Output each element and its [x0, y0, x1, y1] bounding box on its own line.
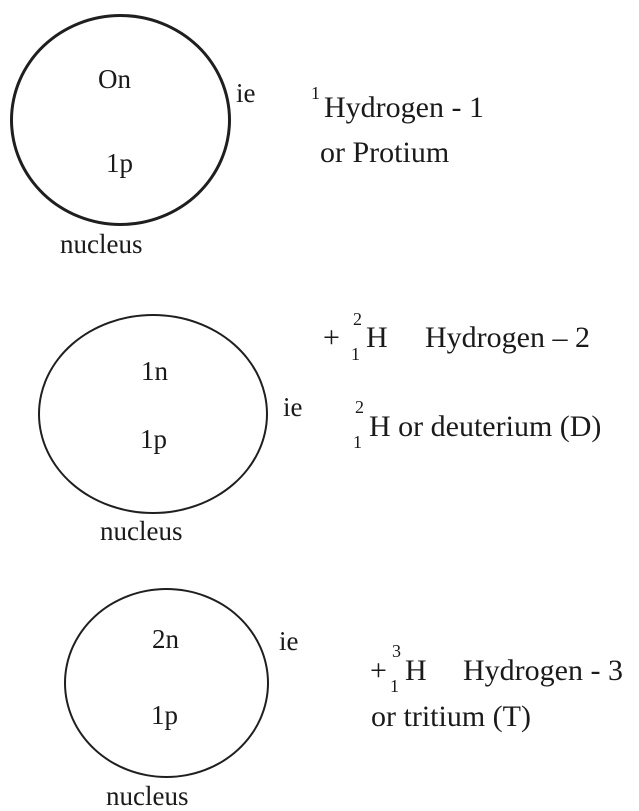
mass-number-protium: 1 [311, 83, 320, 103]
nucleus-circle-protium [10, 14, 231, 226]
electron-count-protium: ie [236, 78, 256, 108]
atomic-number-tritium: 1 [390, 676, 399, 696]
isotope-alt-name-tritium: or tritium (T) [371, 700, 531, 733]
alt-atomic-number-deuterium: 1 [353, 432, 362, 452]
neutron-count-protium: On [98, 64, 131, 94]
plus-sign-deuterium: + [323, 321, 340, 354]
element-symbol-deuterium: H [366, 321, 388, 354]
mass-number-tritium: 3 [392, 641, 401, 661]
isotope-name-deuterium: Hydrogen – 2 [425, 321, 590, 354]
mass-number-deuterium: 2 [353, 309, 362, 329]
isotope-name-tritium: Hydrogen - 3 [463, 654, 623, 687]
nucleus-label-protium: nucleus [60, 229, 143, 259]
isotope-alt-name-deuterium: H or deuterium (D) [369, 410, 602, 443]
proton-count-protium: 1p [106, 148, 133, 178]
nucleus-label-deuterium: nucleus [100, 516, 183, 546]
plus-sign-tritium: + [370, 654, 387, 687]
element-symbol-tritium: H [405, 654, 427, 687]
atomic-number-deuterium: 1 [351, 344, 360, 364]
electron-count-deuterium: ie [283, 392, 303, 422]
neutron-count-tritium: 2n [152, 624, 179, 654]
proton-count-tritium: 1p [151, 700, 178, 730]
nucleus-circle-deuterium [38, 314, 268, 514]
proton-count-deuterium: 1p [140, 424, 167, 454]
nucleus-label-tritium: nucleus [106, 781, 189, 811]
isotope-name-protium: Hydrogen - 1 [324, 91, 484, 124]
isotope-alt-name-protium: or Protium [320, 136, 450, 169]
neutron-count-deuterium: 1n [141, 356, 168, 386]
electron-count-tritium: ie [279, 626, 299, 656]
nucleus-circle-tritium [64, 588, 269, 778]
alt-mass-number-deuterium: 2 [355, 397, 364, 417]
